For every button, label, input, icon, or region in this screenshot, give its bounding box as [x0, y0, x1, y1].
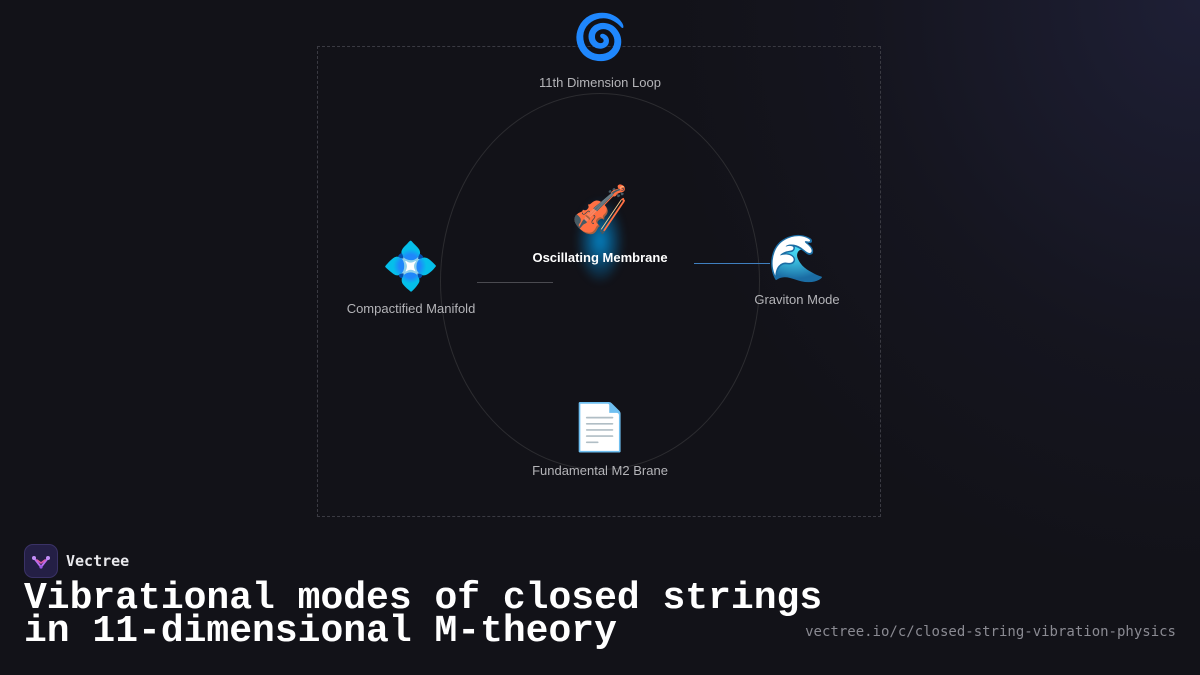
node-left-label: Compactified Manifold: [346, 301, 476, 316]
node-bottom-label: Fundamental M2 Brane: [532, 463, 668, 478]
center-glow: [577, 200, 623, 282]
orbit-ellipse: [440, 93, 760, 470]
cyclone-icon: 🌀: [572, 13, 628, 62]
vectree-logo-icon: [24, 544, 58, 578]
node-right-label: Graviton Mode: [754, 292, 840, 307]
node-center-label: Oscillating Membrane: [532, 250, 668, 265]
page-facing-up-icon: 📄: [571, 401, 629, 453]
node-top-label: 11th Dimension Loop: [539, 75, 661, 90]
violin-icon: 🎻: [571, 183, 629, 235]
node-center: 🎻 Oscillating Membrane: [532, 186, 667, 265]
node-left: 💠 Compactified Manifold: [347, 243, 476, 316]
diamond-dot-icon: 💠: [382, 240, 440, 292]
source-url: vectree.io/c/closed-string-vibration-phy…: [805, 624, 1176, 640]
connector-left: [477, 282, 553, 283]
node-right: 🌊 Graviton Mode: [754, 235, 839, 307]
title-line-1: Vibrational modes of closed strings: [24, 577, 823, 620]
water-wave-icon: 🌊: [768, 232, 826, 284]
brand-name: Vectree: [66, 552, 130, 570]
connector-right: [694, 263, 770, 264]
brand: Vectree: [24, 544, 129, 578]
title-line-2: in 11-dimensional M-theory: [24, 610, 617, 653]
page-title: Vibrational modes of closed strings in 1…: [24, 580, 822, 651]
diagram-frame: [317, 46, 881, 517]
node-bottom: 📄 Fundamental M2 Brane: [532, 404, 668, 478]
node-top: 🌀 11th Dimension Loop: [539, 13, 661, 91]
